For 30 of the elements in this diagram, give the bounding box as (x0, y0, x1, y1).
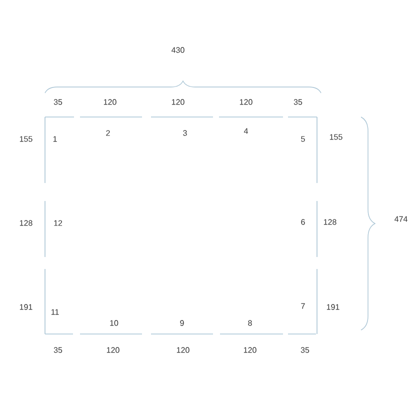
panel-number: 6 (301, 219, 305, 225)
dimension-label: 128 (324, 219, 336, 225)
dimension-label: 120 (106, 347, 120, 353)
panel-number: 8 (248, 320, 252, 326)
panel-number: 4 (244, 128, 248, 134)
panel-number: 9 (180, 320, 184, 326)
dimension-label: 35 (300, 347, 310, 353)
panel-number: 12 (54, 220, 62, 226)
dimension-label: 35 (54, 347, 62, 353)
panel-number: 2 (106, 130, 110, 136)
dimension-label: 191 (326, 304, 340, 310)
panel-number: 1 (53, 136, 57, 142)
dimension-label: 120 (172, 99, 184, 105)
dimension-label: 474 (394, 216, 408, 222)
dimension-label: 155 (20, 136, 32, 142)
panel-number: 7 (301, 303, 305, 309)
panel-number: 10 (110, 320, 118, 326)
dimension-label: 120 (240, 99, 252, 105)
panel-number: 5 (301, 136, 305, 142)
dimension-label: 120 (176, 347, 190, 353)
dimension-label: 430 (172, 47, 184, 53)
panel-number: 3 (183, 130, 187, 136)
dimension-label: 35 (294, 99, 302, 105)
dimension-label: 120 (104, 99, 116, 105)
dimension-label: 191 (20, 304, 32, 310)
dimension-label: 35 (54, 99, 62, 105)
dimension-label: 128 (20, 220, 32, 226)
dimension-label: 155 (330, 134, 342, 140)
dimension-label: 120 (244, 347, 256, 353)
panel-number: 11 (51, 309, 59, 315)
